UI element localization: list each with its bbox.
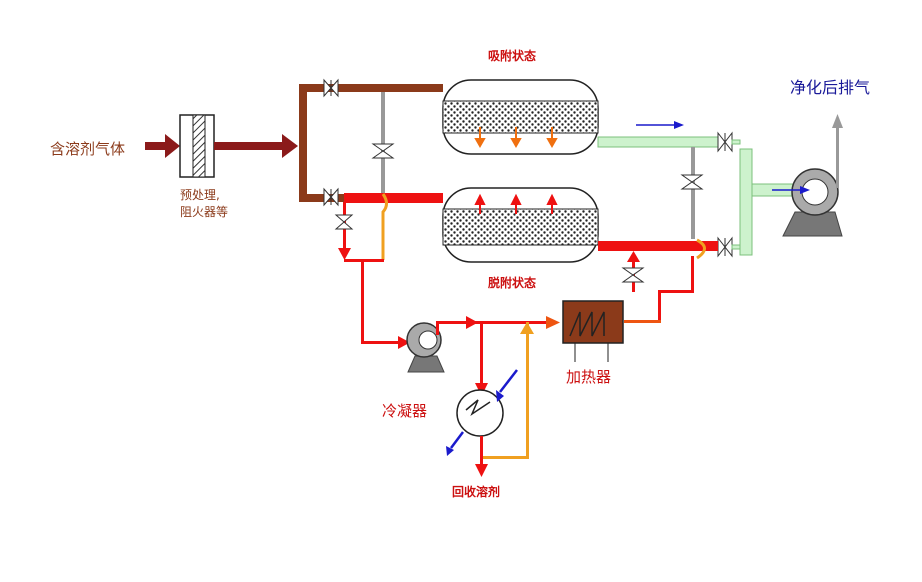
desorb-state-label: 脱附状态	[488, 275, 536, 290]
inlet-gas-arrow	[145, 134, 180, 158]
condenser	[446, 369, 518, 456]
outlet-valve-top	[717, 131, 733, 153]
solvent-outlet-line	[475, 436, 488, 477]
hot-air-inlet-line	[344, 193, 443, 203]
heater	[562, 300, 624, 362]
inlet-valve-bottom	[323, 187, 339, 207]
recovered-solvent-label: 回收溶剂	[452, 484, 500, 499]
outlet-valve-bottom	[717, 236, 733, 258]
pretreated-gas-arrow	[214, 134, 298, 158]
pretreatment-unit	[179, 114, 215, 178]
condenser-feed-line	[475, 322, 488, 396]
condenser-label: 冷凝器	[382, 402, 427, 420]
pretreatment-label-2: 阻火器等	[180, 205, 228, 219]
adsorber-vessel-top	[442, 79, 599, 155]
fan-to-heater-line	[436, 316, 560, 335]
clean-exhaust-label: 净化后排气	[790, 78, 870, 97]
condenser-return-line	[481, 322, 534, 459]
circulation-fan	[406, 322, 445, 373]
exhaust-fan	[772, 114, 843, 237]
bypass-pipe-left	[371, 92, 395, 194]
orange-loop-left	[381, 193, 388, 260]
inlet-gas-label: 含溶剂气体	[50, 140, 125, 158]
heater-label: 加热器	[566, 368, 611, 386]
inlet-manifold	[299, 84, 443, 202]
desorb-outlet-line	[334, 202, 410, 349]
desorb-flow-arrows	[474, 193, 558, 214]
bypass-pipe-right	[680, 147, 704, 239]
adsorber-vessel-bottom	[442, 187, 599, 263]
pretreatment-label-1: 预处理,	[180, 188, 220, 202]
adsorb-state-label: 吸附状态	[488, 48, 536, 63]
inlet-valve-top	[323, 78, 339, 98]
hot-air-return-line	[598, 238, 718, 323]
adsorb-flow-arrows	[474, 127, 558, 149]
